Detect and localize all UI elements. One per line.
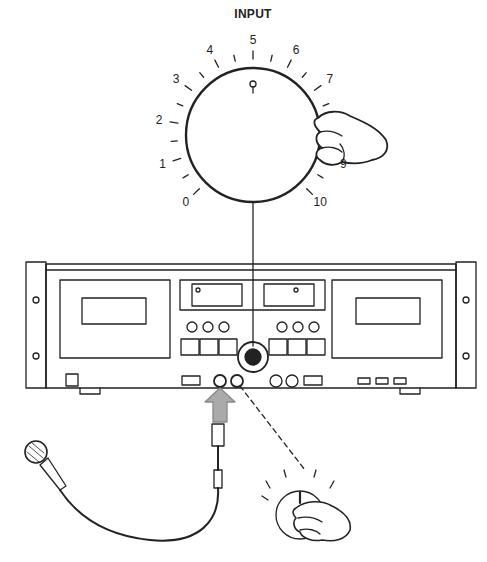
dial-number: 0 xyxy=(182,196,189,208)
counter xyxy=(264,284,314,306)
dial-tick xyxy=(183,175,188,178)
indicator xyxy=(196,288,200,292)
dial-tick xyxy=(194,189,200,195)
dial-tick xyxy=(252,51,253,59)
cassette-door xyxy=(60,280,170,358)
rack-hole xyxy=(33,297,39,303)
leader-line xyxy=(240,386,305,470)
dial-tick xyxy=(215,60,219,67)
input-knob-cap xyxy=(245,349,261,365)
dial-tick xyxy=(307,189,313,195)
button xyxy=(304,376,322,385)
leader-line xyxy=(252,203,253,346)
jack xyxy=(286,375,298,387)
dial-pointer-stem xyxy=(252,87,253,93)
dial-tick xyxy=(288,60,292,67)
deck-body xyxy=(46,264,456,388)
cassette-window xyxy=(356,298,420,324)
dial-number: 9 xyxy=(340,158,347,170)
rack-hole xyxy=(33,353,39,359)
rack-hole xyxy=(463,297,469,303)
dial-tick xyxy=(302,73,306,78)
dial-tick xyxy=(318,175,323,178)
dial-tick xyxy=(271,55,272,61)
dial-tick xyxy=(200,73,204,78)
mic-head xyxy=(25,441,47,463)
switch xyxy=(394,378,406,384)
dial-number: 2 xyxy=(156,114,163,126)
input-dial xyxy=(186,68,320,202)
display-panel xyxy=(180,280,325,310)
rack-ear xyxy=(26,262,46,388)
power-switch xyxy=(66,374,78,386)
dial-tick xyxy=(234,55,235,61)
hand xyxy=(293,502,350,541)
cassette-window xyxy=(82,298,146,324)
dial-number: 4 xyxy=(207,44,214,56)
cassette-door xyxy=(332,280,442,358)
plug-tip xyxy=(217,446,219,470)
dial-tick xyxy=(323,104,329,106)
knob-ticks xyxy=(262,470,334,500)
dial-number: 7 xyxy=(327,73,334,85)
mic-jack xyxy=(214,375,226,387)
switch xyxy=(358,378,370,384)
hand xyxy=(314,112,387,165)
jack xyxy=(270,375,282,387)
dial-tick xyxy=(177,104,183,106)
dial-ticks xyxy=(170,51,336,194)
dial-number: 10 xyxy=(313,196,326,208)
dial-number: 1 xyxy=(159,158,166,170)
rack-hole xyxy=(463,353,469,359)
dial-number: 5 xyxy=(250,34,257,46)
dial-tick xyxy=(173,158,181,160)
counter xyxy=(192,284,242,306)
dial-pointer xyxy=(250,81,256,87)
plug xyxy=(212,424,224,446)
plug-body xyxy=(214,470,222,488)
dial-tick xyxy=(314,86,320,91)
input-knob xyxy=(238,342,268,372)
hand-fingers xyxy=(298,517,322,534)
mic-handle xyxy=(40,458,66,490)
knob-pointer xyxy=(299,492,301,503)
mic-level-knob xyxy=(231,375,243,387)
dial-tick xyxy=(185,86,191,91)
insert-arrow xyxy=(205,388,235,422)
switch xyxy=(376,378,388,384)
mic-cable xyxy=(60,488,218,541)
deck-feet xyxy=(80,388,420,394)
rack-ear xyxy=(456,262,476,388)
dial-number: 3 xyxy=(173,73,180,85)
dial-number: 6 xyxy=(293,44,300,56)
indicator xyxy=(294,288,298,292)
dial-tick xyxy=(170,122,178,123)
dial-tick xyxy=(171,140,177,142)
diagram-title: INPUT xyxy=(234,8,272,20)
button xyxy=(182,376,200,385)
mic-grille xyxy=(27,443,44,462)
deck-trim xyxy=(46,269,456,270)
